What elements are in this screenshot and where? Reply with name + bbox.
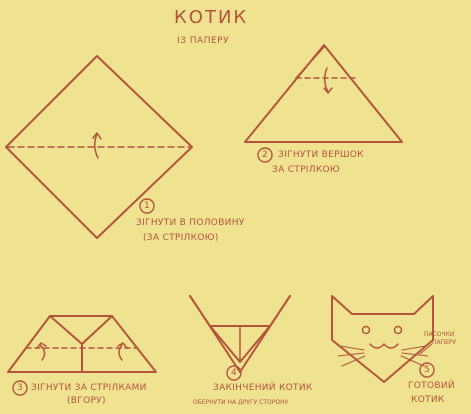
step5-number: 5 [424,366,430,375]
step4-caption-line1: ЗАКІНЧЕНИЙ КОТИК [213,384,313,393]
step5-cat-face-figure [332,296,433,382]
step3-caption-line1: ЗІГНУТИ ЗА СТРІЛКАМИ [31,384,147,393]
cat-eye-icon [395,327,402,334]
step1-caption-line1: ЗІГНУТИ В ПОЛОВИНУ [136,219,245,228]
step1-diamond-figure [6,56,192,238]
cat-mouth-icon [370,344,398,348]
fold-arrow-icon [40,345,45,360]
step2-caption-line2: ЗА СТРІЛКОЮ [272,166,340,175]
diagram-subtitle: ІЗ ПАПЕРУ [177,37,229,46]
step3-figure [8,316,156,372]
diagram-title: КОТИК [174,9,248,27]
step5-caption-line2: КОТИК [411,396,445,405]
whiskers-label-line1: ПАСОЧКИ [424,332,454,338]
whiskers-label-line2: ПАПЕРУ [432,340,456,346]
step1-number: 1 [144,202,150,211]
step5-caption-line1: ГОТОВИЙ [408,382,455,391]
fold-arrow-icon [95,134,98,158]
step4-figure [190,296,290,372]
step2-triangle-figure [245,45,402,142]
step3-number: 3 [17,384,23,393]
step3-caption-line2: (ВГОРУ) [67,397,106,406]
step1-caption-line2: (ЗА СТРІЛКОЮ) [143,234,219,243]
cat-eye-icon [363,327,370,334]
step4-caption-line2: ОБЕРНУТИ НА ДРУГУ СТОРОНУ [193,400,288,406]
step2-caption-line1: ЗІГНУТИ ВЕРШОК [278,151,364,160]
step4-number: 4 [231,369,237,378]
step2-number: 2 [262,151,268,160]
